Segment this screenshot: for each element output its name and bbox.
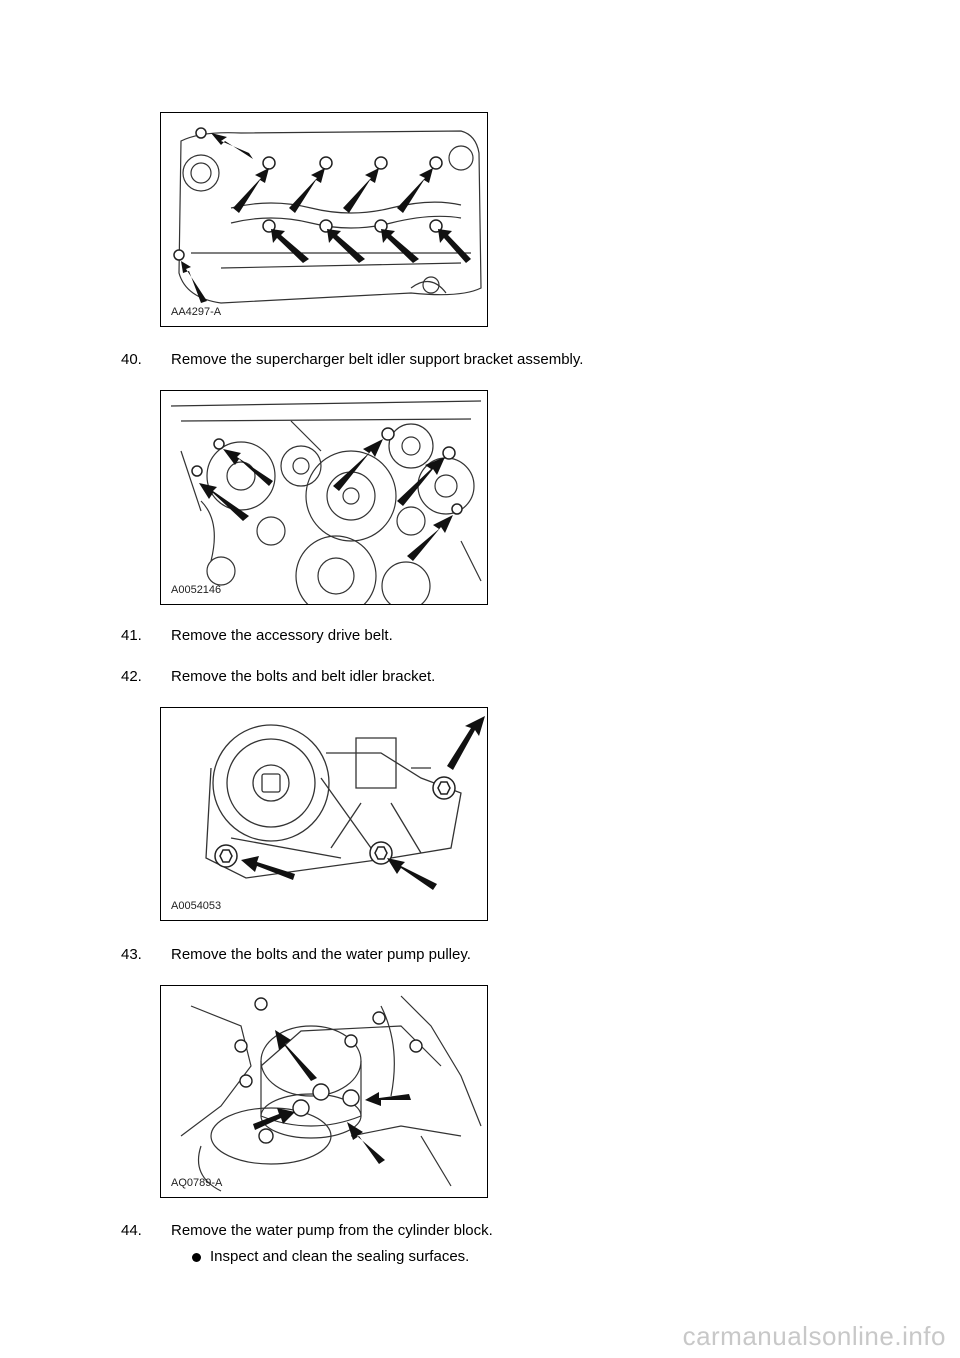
callout-arrows bbox=[199, 439, 453, 561]
figure-code: A0054053 bbox=[171, 900, 222, 912]
step-text: Remove the accessory drive belt. bbox=[171, 627, 393, 644]
water-pump-pulley-illustration bbox=[180, 995, 482, 1192]
step-number: 40. bbox=[121, 351, 142, 368]
step-number: 42. bbox=[121, 668, 142, 685]
step-number: 44. bbox=[121, 1222, 142, 1239]
step-text: Remove the bolts and the water pump pull… bbox=[171, 946, 471, 963]
step-text: Remove the water pump from the cylinder … bbox=[171, 1222, 493, 1239]
watermark: carmanualsonline.info bbox=[682, 1321, 946, 1351]
figure-code: A0052146 bbox=[171, 584, 222, 596]
figure-belt-idler-bracket: A0054053 bbox=[160, 707, 488, 921]
figure-code: AQ0789-A bbox=[171, 1177, 223, 1189]
callout-arrows bbox=[241, 716, 485, 890]
step-text: Remove the bolts and belt idler bracket. bbox=[171, 668, 436, 685]
bullet-text: Inspect and clean the sealing surfaces. bbox=[210, 1248, 470, 1265]
figure-idler-bracket-assembly: A0052146 bbox=[160, 390, 488, 605]
belt-idler-bracket-illustration bbox=[205, 716, 485, 890]
bullet-dot-icon bbox=[192, 1253, 201, 1262]
step-text: Remove the supercharger belt idler suppo… bbox=[171, 351, 584, 368]
idler-bracket-illustration bbox=[170, 400, 482, 604]
step-number: 43. bbox=[121, 946, 142, 963]
callout-arrows bbox=[181, 133, 471, 303]
figure-valve-cover: AA4297-A bbox=[160, 112, 488, 327]
callout-arrows bbox=[253, 1030, 411, 1164]
figure-code: AA4297-A bbox=[171, 306, 222, 318]
valve-cover-illustration bbox=[173, 127, 482, 304]
step-number: 41. bbox=[121, 627, 142, 644]
figure-water-pump-pulley: AQ0789-A bbox=[160, 985, 488, 1198]
